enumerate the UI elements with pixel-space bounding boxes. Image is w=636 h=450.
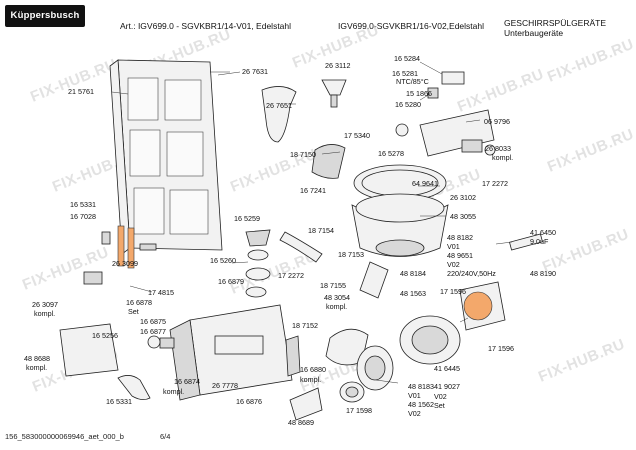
part-label: 16 6880: [300, 365, 326, 374]
part-label: 17 1598: [346, 406, 372, 415]
category-title: GESCHIRRSPÜLGERÄTE: [504, 18, 607, 28]
model-right: IGV699.0-SGVKBR1/16-V02,Edelstahl: [338, 21, 484, 31]
part-label: V02: [447, 260, 460, 269]
part-label: 18 7152: [292, 321, 318, 330]
part-label: 9,0uF: [530, 237, 549, 246]
part-label: 48 8184: [400, 269, 426, 278]
part-label: 48 8183: [408, 382, 434, 391]
page-number: 6/4: [160, 432, 171, 441]
part-label: 48 8688: [24, 354, 50, 363]
part-label: kompl.: [34, 309, 56, 318]
part-label: kompl.: [163, 387, 185, 396]
part-label: 48 8182: [447, 233, 473, 242]
part-label: 26 3097: [32, 300, 58, 309]
part-label: V01: [408, 391, 421, 400]
part-label: 48 8689: [288, 418, 314, 427]
heat-exchanger-panel: [109, 59, 230, 255]
part-label: 16 6878: [126, 298, 152, 307]
part-label: 16 6877: [140, 327, 166, 336]
part-label: 18 7150: [290, 150, 316, 159]
part-label: 17 5340: [344, 131, 370, 140]
part-label: 16 6875: [140, 317, 166, 326]
doc-code: 156_583000000069946_aet_000_b: [5, 432, 124, 441]
part-label: 21 5761: [68, 87, 94, 96]
part-label: 16 7241: [300, 186, 326, 195]
part-label: 17 2272: [482, 179, 508, 188]
part-label: 18 7153: [338, 250, 364, 259]
part-label: V02: [408, 409, 421, 418]
part-label: 41 6450: [530, 228, 556, 237]
part-label: kompl.: [326, 302, 348, 311]
part-label: 41 9027: [434, 382, 460, 391]
part-label: 16 5280: [395, 100, 421, 109]
part-label: 48 8190: [530, 269, 556, 278]
part-label: kompl.: [492, 153, 514, 162]
part-label: 15 1866: [406, 89, 432, 98]
part-label: 16 5256: [92, 331, 118, 340]
part-label: V01: [447, 242, 460, 251]
part-label: 48 3055: [450, 212, 476, 221]
part-label: 16 5281: [392, 69, 418, 78]
part-label: 26 8033: [485, 144, 511, 153]
part-label: 16 5331: [106, 397, 132, 406]
part-label: 26 7651: [266, 101, 292, 110]
part-label: 16 5259: [234, 214, 260, 223]
part-label: 16 5260: [210, 256, 236, 265]
part-label: kompl.: [26, 363, 48, 372]
part-label: V02: [434, 392, 447, 401]
part-label: 220/240V,50Hz: [447, 269, 496, 278]
part-label: Set: [128, 307, 139, 316]
part-label: 16 5278: [378, 149, 404, 158]
part-label: 26 3102: [450, 193, 476, 202]
part-label: 17 1596: [488, 344, 514, 353]
part-label: Set: [434, 401, 445, 410]
part-label: 18 7154: [308, 226, 334, 235]
part-label: 64 9641: [412, 179, 438, 188]
part-label: 16 6879: [218, 277, 244, 286]
part-label: 48 1563: [400, 289, 426, 298]
part-label: 26 7778: [212, 381, 238, 390]
part-label: 48 3054: [324, 293, 350, 302]
part-label: 16 6874: [174, 377, 200, 386]
model-left: Art.: IGV699.0 - SGVKBR1/14-V01, Edelsta…: [120, 21, 292, 31]
part-label: 16 7028: [70, 212, 96, 221]
part-label: 26 3112: [325, 61, 351, 70]
part-label: 16 5284: [394, 54, 420, 63]
part-label: 26 3099: [112, 259, 138, 268]
part-label: 17 4815: [148, 288, 174, 297]
part-label: 16 6876: [236, 397, 262, 406]
brand-logo: Küppersbusch: [5, 5, 85, 27]
category-subtitle: Unterbaugeräte: [504, 28, 564, 38]
part-label: 48 9651: [447, 251, 473, 260]
part-label: 06 9796: [484, 117, 510, 126]
part-label: kompl.: [300, 375, 322, 384]
part-label: 16 5331: [70, 200, 96, 209]
part-label: 17 2272: [278, 271, 304, 280]
part-label: 41 6445: [434, 364, 460, 373]
part-label: NTC/85°C: [396, 77, 429, 86]
heater-block: [395, 71, 496, 157]
part-label: 26 7631: [242, 67, 268, 76]
part-label: 18 7155: [320, 281, 346, 290]
part-label: 48 1562: [408, 400, 434, 409]
part-label: 17 1596: [440, 287, 466, 296]
